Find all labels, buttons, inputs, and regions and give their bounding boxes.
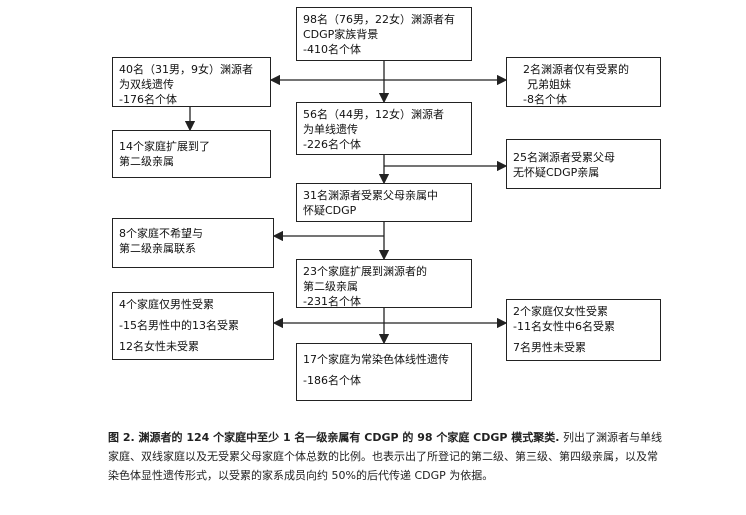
box-extended-second-line-2: 第二级亲属 xyxy=(119,155,174,168)
box-autosomal-line-1: 17个家庭为常染色体线性遗传 xyxy=(303,353,449,366)
box-extended-second-line-1: 14个家庭扩展到了 xyxy=(119,140,210,153)
figure-caption: 图 2. 渊源者的 124 个家庭中至少 1 名一级亲属有 CDGP 的 98 … xyxy=(108,428,668,485)
box-extended23-line-2: 第二级亲属 xyxy=(303,280,358,293)
box-female-only: 2个家庭仅女性受累 -11名女性中6名受累 7名男性未受累 xyxy=(506,299,661,361)
box-siblings-line-1: 2名渊源者仅有受累的 xyxy=(523,63,629,76)
box-autosomal-line-2: -186名个体 xyxy=(303,374,361,387)
box-no-contact: 8个家庭不希望与 第二级亲属联系 xyxy=(112,218,274,268)
box-parents-suspect: 31名渊源者受累父母亲属中 怀疑CDGP xyxy=(296,183,472,222)
box-siblings-only: 2名渊源者仅有受累的 兄弟姐妹 -8名个体 xyxy=(506,57,661,107)
box-male-only-line-2: -15名男性中的13名受累 xyxy=(119,319,239,332)
box-male-only-line-1: 4个家庭仅男性受累 xyxy=(119,298,214,311)
box-no-contact-line-1: 8个家庭不希望与 xyxy=(119,227,203,240)
box-female-only-line-2: -11名女性中6名受累 xyxy=(513,320,615,333)
box-extended-23: 23个家庭扩展到渊源者的 第二级亲属 -231名个体 xyxy=(296,259,472,308)
box-male-only: 4个家庭仅男性受累 -15名男性中的13名受累 12名女性未受累 xyxy=(112,292,274,360)
box-suspect-line-1: 31名渊源者受累父母亲属中 xyxy=(303,189,438,202)
box-extended23-line-1: 23个家庭扩展到渊源者的 xyxy=(303,265,427,278)
box-bilineal: 40名（31男，9女）渊源者 为双线遗传 -176名个体 xyxy=(112,57,271,107)
box-suspect-line-2: 怀疑CDGP xyxy=(303,204,357,217)
box-bilineal-line-1: 40名（31男，9女）渊源者 xyxy=(119,63,253,76)
box-top-line-3: -410名个体 xyxy=(303,43,361,56)
box-no-suspect-line-2: 无怀疑CDGP亲属 xyxy=(513,166,600,179)
box-female-only-line-1: 2个家庭仅女性受累 xyxy=(513,305,608,318)
box-unilineal-line-3: -226名个体 xyxy=(303,138,361,151)
box-top-line-1: 98名（76男，22女）渊源者有 xyxy=(303,13,455,26)
box-top-line-2: CDGP家族背景 xyxy=(303,28,379,41)
box-male-only-line-3: 12名女性未受累 xyxy=(119,340,199,353)
box-top: 98名（76男，22女）渊源者有 CDGP家族背景 -410名个体 xyxy=(296,7,472,61)
box-unilineal-line-2: 为单线遗传 xyxy=(303,123,358,136)
figure-caption-text: 列出了渊源者与单线家庭、双线家庭以及无受累父母家庭个体总数的比例。也表示出了所登… xyxy=(108,431,662,482)
box-extended23-line-3: -231名个体 xyxy=(303,295,361,308)
box-bilineal-line-2: 为双线遗传 xyxy=(119,78,174,91)
box-autosomal: 17个家庭为常染色体线性遗传 -186名个体 xyxy=(296,343,472,401)
box-extended-second: 14个家庭扩展到了 第二级亲属 xyxy=(112,130,271,178)
box-bilineal-line-3: -176名个体 xyxy=(119,93,177,106)
connector-arrows xyxy=(184,60,508,345)
box-siblings-line-3: -8名个体 xyxy=(523,93,567,106)
box-female-only-line-3: 7名男性未受累 xyxy=(513,341,586,354)
figure-caption-title: 图 2. 渊源者的 124 个家庭中至少 1 名一级亲属有 CDGP 的 98 … xyxy=(108,431,560,444)
box-no-contact-line-2: 第二级亲属联系 xyxy=(119,242,196,255)
box-siblings-line-2: 兄弟姐妹 xyxy=(527,78,571,91)
box-no-suspect-line-1: 25名渊源者受累父母 xyxy=(513,151,615,164)
box-unilineal: 56名（44男，12女）渊源者 为单线遗传 -226名个体 xyxy=(296,102,472,155)
box-unilineal-line-1: 56名（44男，12女）渊源者 xyxy=(303,108,444,121)
box-parents-no-suspect: 25名渊源者受累父母 无怀疑CDGP亲属 xyxy=(506,139,661,189)
